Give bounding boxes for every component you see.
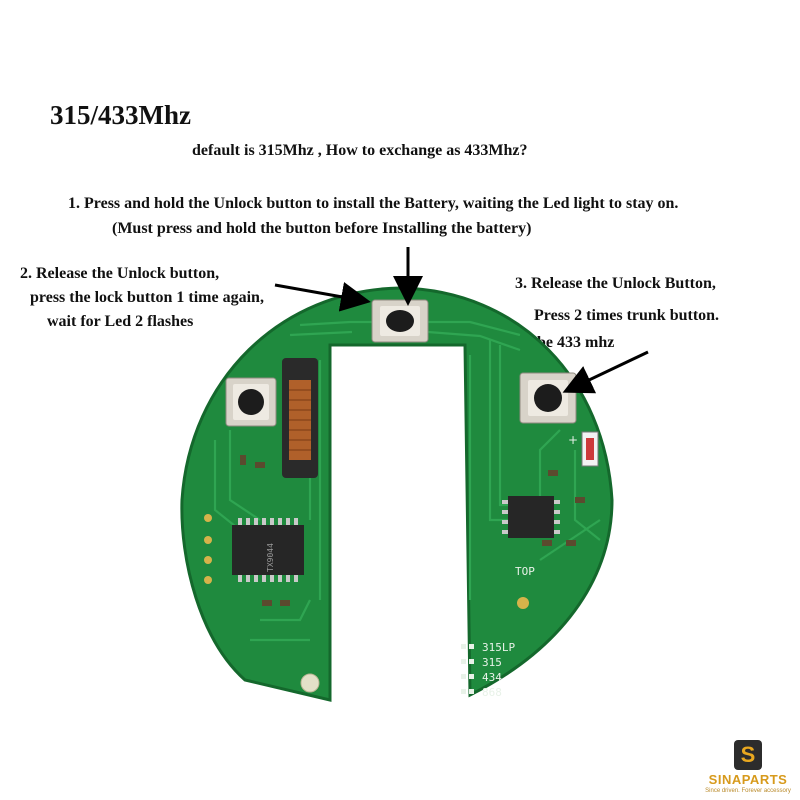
brand-logo: S SINAPARTS Since driven. Forever access… (702, 740, 794, 798)
arrow-to-trunk-button (562, 350, 649, 394)
logo-name: SINAPARTS (708, 772, 788, 787)
pcb-slot (332, 347, 463, 702)
secondary-chip (502, 496, 560, 538)
logo-mark: S (734, 740, 762, 770)
main-chip: TX9044 (232, 518, 304, 582)
step1-line2: (Must press and hold the button before I… (112, 220, 532, 237)
step2-line2: press the lock button 1 time again, (30, 289, 264, 306)
step3-line2: Press 2 times trunk button. (534, 307, 720, 324)
mounting-hole (300, 673, 320, 693)
step3-line1: 3. Release the Unlock Button, (515, 275, 716, 292)
chip-label: TX9044 (266, 543, 275, 572)
page-title: 315/433Mhz (50, 100, 191, 130)
freq-select-pads (461, 644, 474, 694)
freq-label-315: 315 (482, 656, 502, 669)
antenna-coil (282, 358, 318, 478)
top-label: TOP (515, 565, 535, 578)
svg-text:+: + (568, 433, 578, 447)
step2-line3: wait for Led 2 flashes (47, 313, 194, 330)
freq-label-315lp: 315LP (482, 641, 515, 654)
logo-tagline: Since driven. Forever accessory (705, 788, 791, 794)
freq-label-868: 868 (482, 686, 502, 699)
led: + (568, 431, 599, 467)
subtitle: default is 315Mhz , How to exchange as 4… (192, 142, 528, 159)
step2-line1: 2. Release the Unlock button, (20, 265, 220, 282)
step1-line1: 1. Press and hold the Unlock button to i… (68, 195, 679, 212)
smd-components (240, 455, 585, 606)
arrow-to-lock-area (274, 282, 371, 312)
step3-line3: be 433 mhz (537, 334, 615, 351)
lock-button (225, 377, 277, 427)
battery-pads (204, 514, 529, 609)
freq-label-434: 434 (482, 671, 502, 684)
unlock-button (371, 299, 429, 343)
trunk-button (519, 372, 577, 424)
